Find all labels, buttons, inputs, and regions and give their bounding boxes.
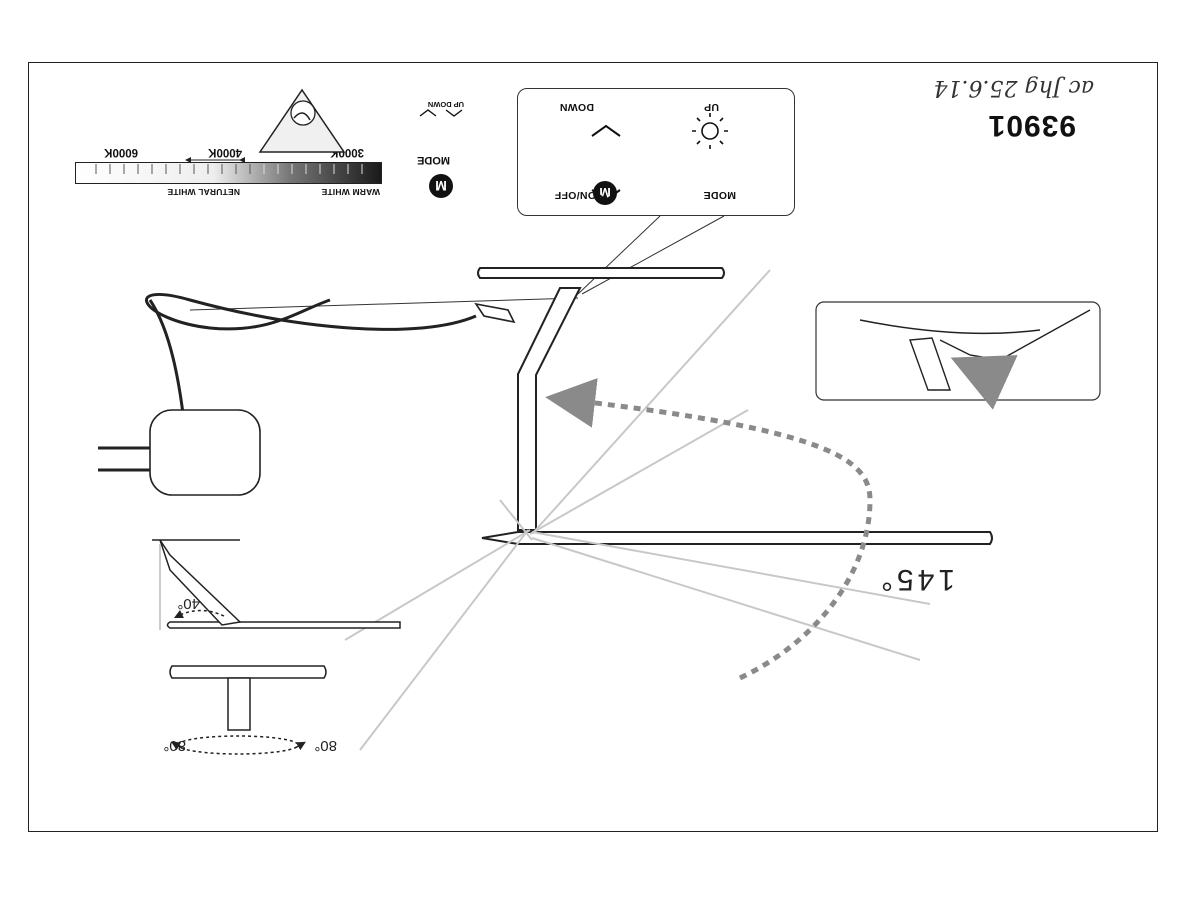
chevron-down-icon	[591, 124, 621, 137]
callout-lines	[189, 215, 725, 311]
lamp-head	[477, 267, 725, 279]
touch-detail-inset	[815, 301, 1101, 410]
lamp-neck	[517, 287, 582, 531]
rotation-arc-arrow	[545, 378, 873, 681]
legend-up-chevron-icon	[445, 109, 463, 117]
legend-down-chevron-icon	[419, 109, 437, 117]
chevron-up-icon	[591, 189, 621, 202]
power-adapter	[98, 293, 516, 496]
swivel-diagram	[169, 665, 327, 755]
lamp-base	[481, 531, 993, 545]
sun-icon	[692, 113, 728, 149]
main-lamp	[477, 267, 993, 545]
temp-bar-ticks	[95, 164, 363, 174]
touch-sensor-icon	[258, 88, 346, 153]
head-tilt-diagram	[152, 539, 401, 630]
ghost-arm-positions	[344, 269, 931, 751]
